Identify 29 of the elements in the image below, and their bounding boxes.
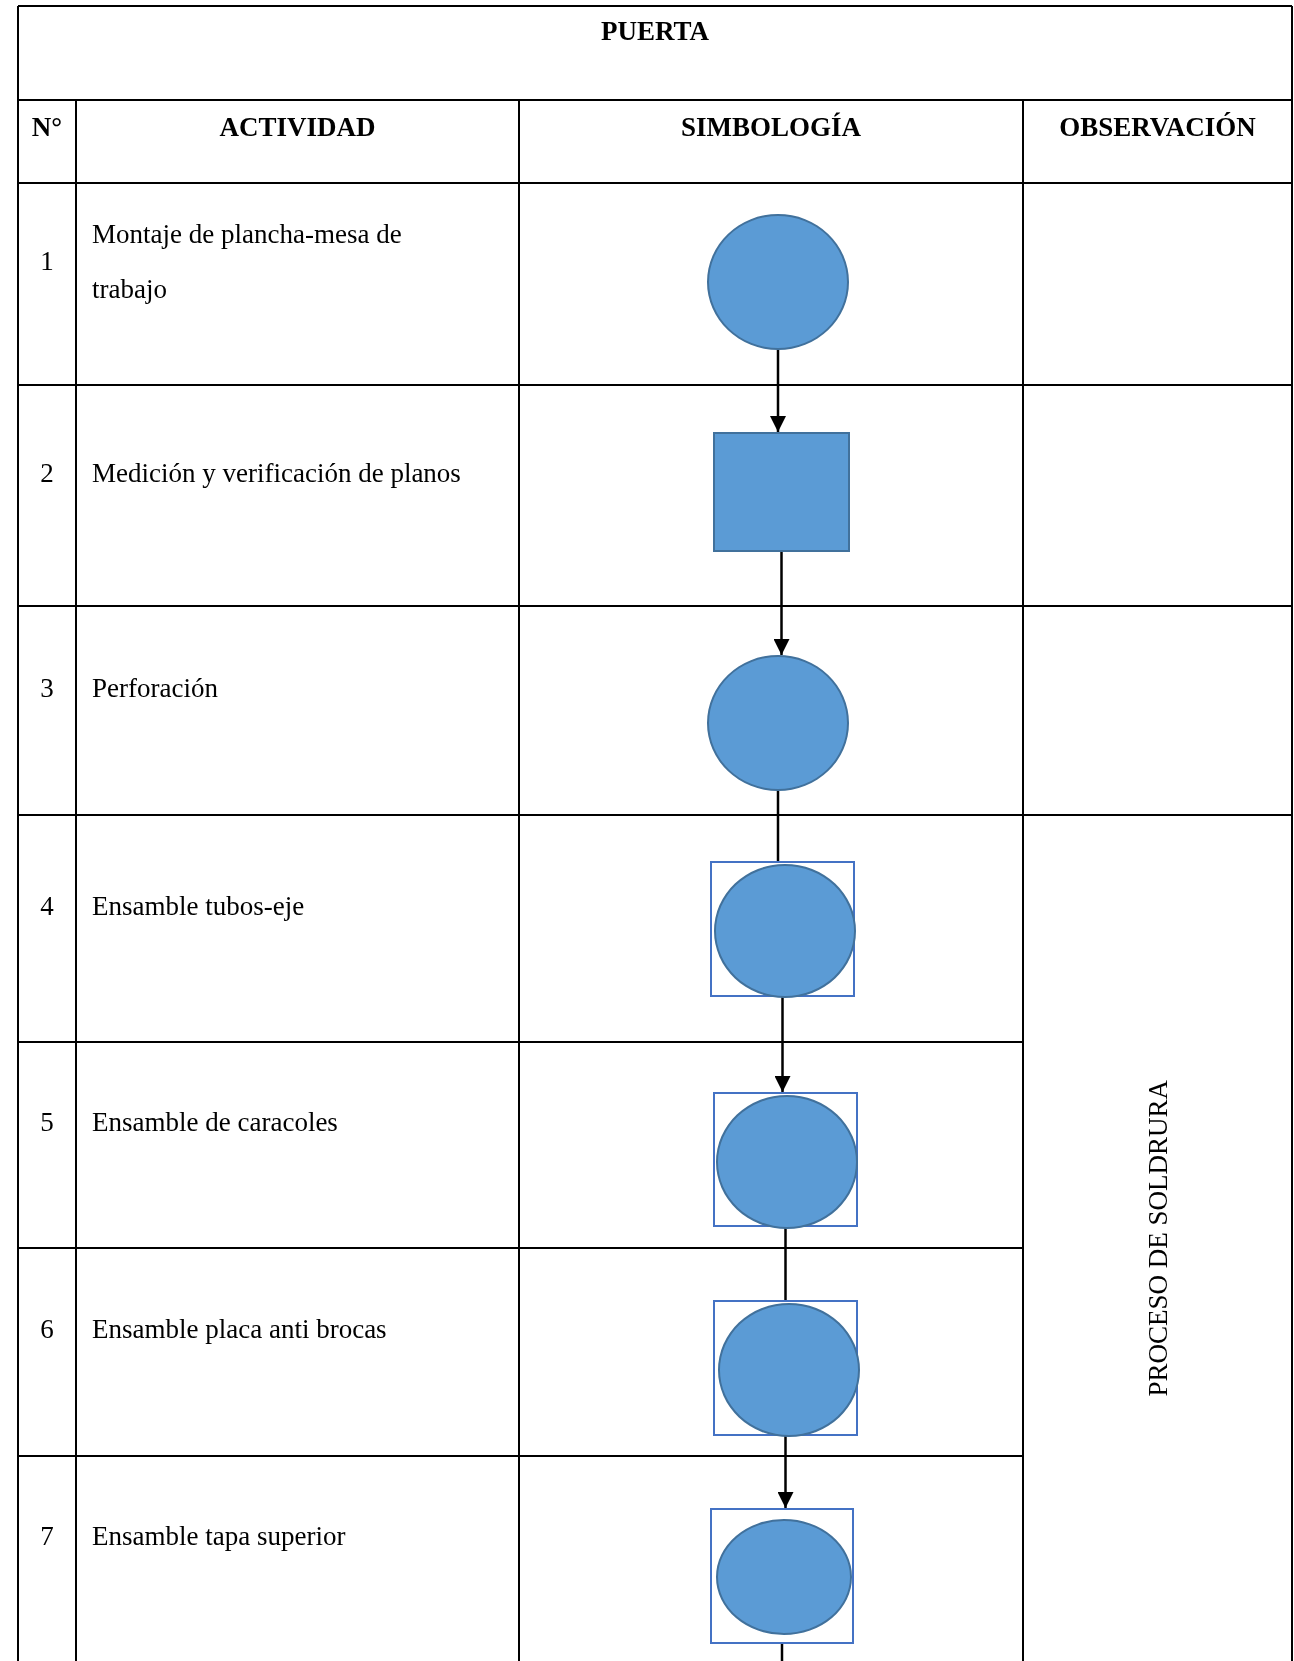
row-number: 5 bbox=[40, 1106, 54, 1139]
column-header: N° bbox=[31, 111, 63, 144]
column-header: OBSERVACIÓN bbox=[1059, 111, 1256, 144]
row-number: 2 bbox=[40, 456, 54, 490]
arrow bbox=[770, 350, 786, 432]
activity-text: Medición y verificación de planos bbox=[92, 456, 461, 490]
connector-line bbox=[776, 791, 780, 861]
activity-text: Ensamble de caracoles bbox=[92, 1106, 338, 1139]
arrow bbox=[774, 997, 791, 1092]
arrow bbox=[777, 1436, 794, 1508]
row-number: 6 bbox=[40, 1313, 54, 1346]
activity-text: Montaje de plancha-mesa de trabajo bbox=[92, 217, 403, 306]
activity-text: Perforación bbox=[92, 671, 218, 705]
row-number: 1 bbox=[40, 245, 54, 278]
table-title: PUERTA bbox=[600, 14, 710, 48]
observation-text: PROCESO DE SOLDRURA bbox=[1141, 1079, 1174, 1397]
inspection-square bbox=[713, 432, 850, 552]
activity-text: Ensamble placa anti brocas bbox=[92, 1313, 387, 1346]
column-header: ACTIVIDAD bbox=[219, 111, 376, 144]
activity-text: Ensamble tubos-eje bbox=[92, 889, 305, 923]
row-number: 7 bbox=[40, 1519, 54, 1553]
combined-activity-frame bbox=[710, 1508, 854, 1644]
arrow bbox=[773, 552, 790, 655]
row-number: 3 bbox=[40, 671, 54, 705]
connector-line bbox=[780, 1644, 784, 1661]
activity-text: Ensamble tapa superior bbox=[92, 1519, 346, 1553]
connector-line bbox=[784, 1227, 787, 1300]
column-header: SIMBOLOGÍA bbox=[680, 111, 861, 144]
row-number: 4 bbox=[40, 889, 54, 923]
